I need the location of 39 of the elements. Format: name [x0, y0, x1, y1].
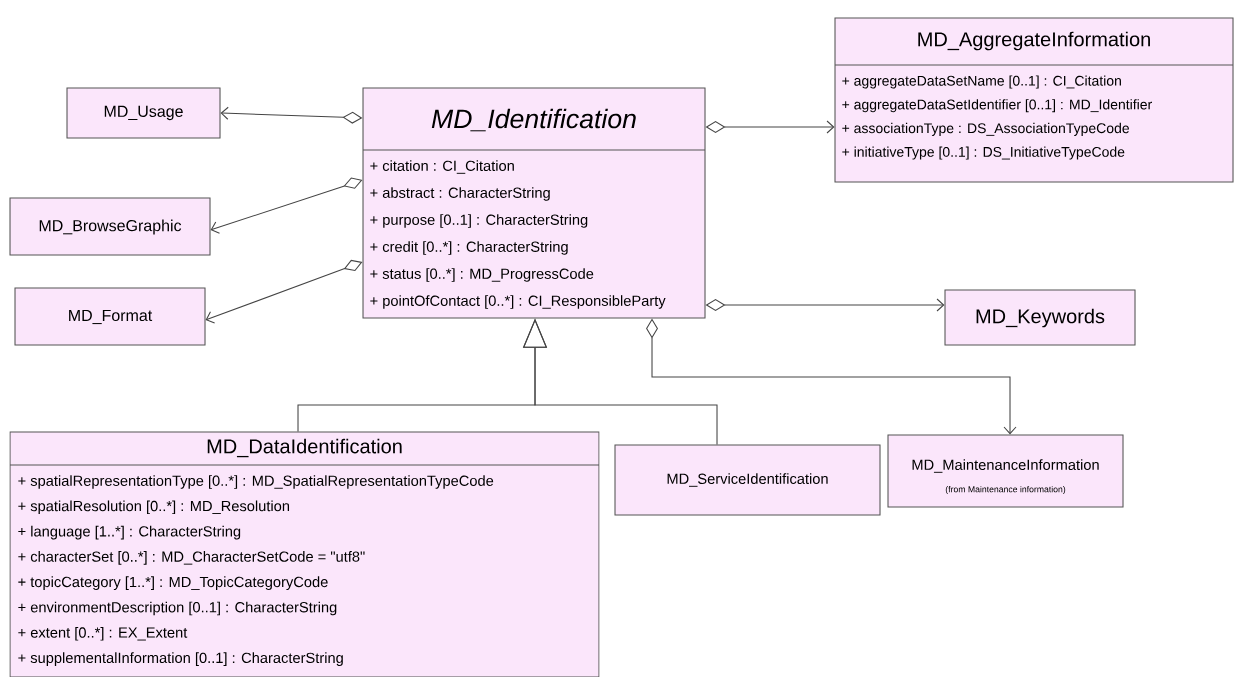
- attribute-text: + aggregateDataSetName [0..1] : CI_Citation: [842, 75, 1121, 89]
- class-box: [834, 17, 1234, 183]
- class-box: [362, 87, 706, 319]
- class-name: MD_AggregateInformation: [918, 31, 1150, 51]
- attribute-text: + pointOfContact [0..*] : CI_ResponsibleParty: [370, 295, 666, 309]
- class-name: MD_BrowseGraphic: [39, 219, 182, 235]
- attribute-text: + credit [0..*] : CharacterString: [370, 241, 568, 255]
- attribute-text: + initiativeType [0..1] : DS_InitiativeTypeCode: [842, 146, 1125, 160]
- association-arrow: [205, 259, 363, 324]
- attribute-text: + aggregateDataSetIdentifier [0..1] : MD_Identifier: [842, 99, 1152, 113]
- attribute-text: + citation : CI_Citation: [370, 160, 514, 174]
- class-name: MD_Keywords: [976, 308, 1105, 328]
- class-name: MD_ServiceIdentification: [667, 473, 828, 487]
- attribute-text: + spatialRepresentationType [0..*] : MD_SpatialRepresentationTypeCode: [18, 475, 494, 489]
- attribute-text: + status [0..*] : MD_ProgressCode: [370, 268, 594, 282]
- class-box: [66, 87, 221, 139]
- class-name: MD_DataIdentification: [207, 438, 402, 458]
- class-box: [14, 287, 206, 346]
- attribute-text: + topicCategory [1..*] : MD_TopicCategoryCode: [18, 576, 328, 590]
- class-box: [944, 289, 1136, 346]
- note-text: (from Maintenance information): [945, 485, 1066, 495]
- attribute-text: + supplementalInformation [0..1] : CharacterString: [18, 652, 343, 666]
- attribute-text: + associationType : DS_AssociationTypeCode: [842, 122, 1129, 136]
- class-name: MD_Identification: [431, 108, 636, 132]
- attribute-text: + extent [0..*] : EX_Extent: [18, 626, 188, 641]
- class-box: [9, 197, 211, 256]
- association-arrow: [210, 177, 363, 234]
- class-name: MD_Usage: [104, 105, 183, 121]
- attribute-text: + abstract : CharacterString: [370, 187, 550, 201]
- attribute-text: + language [1..*] : CharacterString: [18, 525, 241, 540]
- attribute-text: + environmentDescription [0..1] : CharacterString: [18, 601, 337, 616]
- class-box: [9, 431, 600, 677]
- attribute-text: + characterSet [0..*] : MD_CharacterSetCode = "utf8": [18, 551, 365, 565]
- class-box: [887, 434, 1124, 508]
- attribute-text: + purpose [0..1] : CharacterString: [370, 214, 588, 228]
- class-name: MD_MaintenanceInformation: [912, 459, 1099, 473]
- class-box: [614, 444, 881, 516]
- attribute-text: + spatialResolution [0..*] : MD_Resolution: [18, 500, 289, 515]
- class-name: MD_Format: [69, 309, 153, 325]
